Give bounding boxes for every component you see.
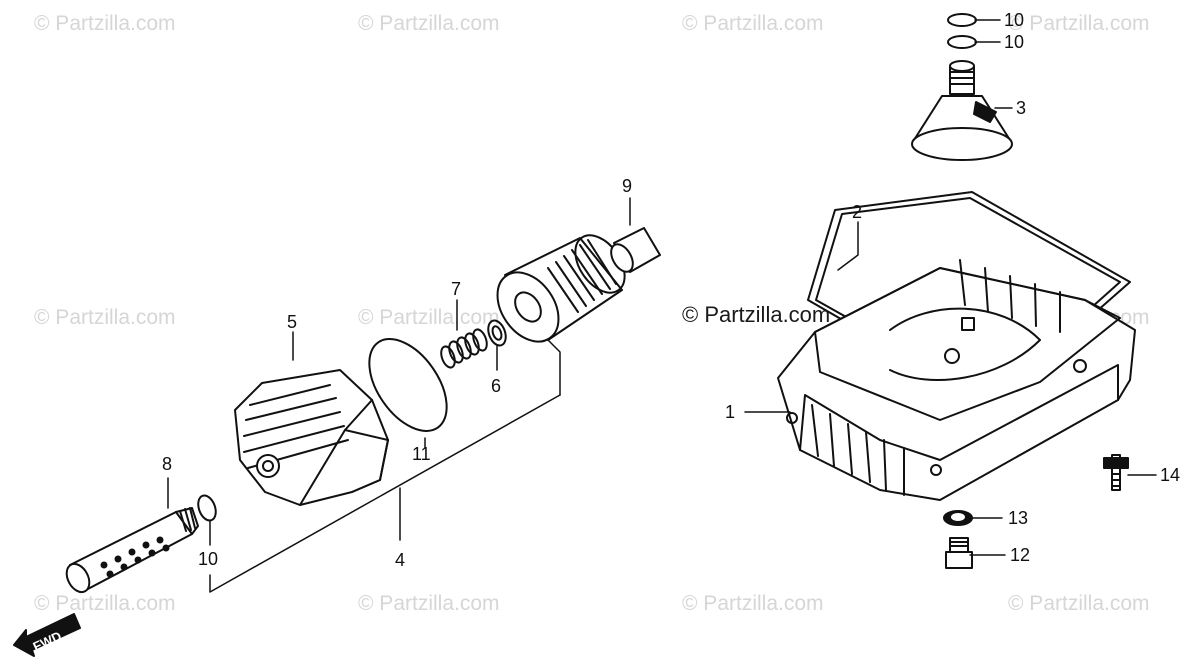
callout-5: 5	[287, 312, 297, 332]
forward-arrow-icon	[13, 613, 81, 657]
callout-1: 1	[725, 402, 735, 422]
watermark: © Partzilla.com	[358, 306, 500, 329]
callout-11: 11	[412, 444, 431, 464]
part-7-spring[interactable]	[439, 328, 490, 370]
callout-9: 9	[622, 176, 632, 196]
callout-8: 8	[162, 454, 172, 474]
watermark: © Partzilla.com	[34, 12, 176, 35]
part-3-strainer[interactable]	[911, 13, 1013, 161]
part-4-oil-filter[interactable]	[485, 226, 635, 353]
callout-6: 6	[491, 376, 501, 396]
watermark: © Partzilla.com	[358, 12, 500, 35]
part-1-oil-pan[interactable]	[777, 259, 1136, 501]
part-10-o-ring	[947, 35, 977, 49]
part-10-o-ring	[947, 13, 977, 27]
center-copyright: © Partzilla.com	[682, 302, 831, 327]
callout-10: 10	[1004, 10, 1024, 30]
part-14-bolt[interactable]	[1103, 454, 1129, 491]
part-5-filter-cover[interactable]	[234, 369, 389, 506]
part-6-washer[interactable]	[485, 318, 509, 348]
watermark: © Partzilla.com	[682, 592, 824, 615]
callout-4: 4	[395, 550, 405, 570]
watermark: © Partzilla.com	[34, 592, 176, 615]
watermark: © Partzilla.com	[682, 12, 824, 35]
watermark: © Partzilla.com	[358, 592, 500, 615]
part-12-drain-bolt[interactable]	[945, 537, 973, 569]
part-8-strainer-bolt[interactable]	[62, 507, 199, 596]
watermark: © Partzilla.com	[34, 306, 176, 329]
callout-10: 10	[1004, 32, 1024, 52]
watermark: © Partzilla.com	[1008, 592, 1150, 615]
part-11-o-ring[interactable]	[354, 325, 463, 445]
callout-2: 2	[852, 202, 862, 222]
leader-lines	[167, 19, 1157, 593]
callout-3: 3	[1016, 98, 1026, 118]
watermark: © Partzilla.com	[1008, 12, 1150, 35]
part-10-o-ring[interactable]	[195, 493, 219, 523]
callout-13: 13	[1008, 508, 1028, 528]
part-9-collar[interactable]	[607, 227, 661, 275]
callout-12: 12	[1010, 545, 1030, 565]
callout-14: 14	[1160, 465, 1180, 485]
callout-7: 7	[451, 279, 461, 299]
callout-10: 10	[198, 549, 218, 569]
